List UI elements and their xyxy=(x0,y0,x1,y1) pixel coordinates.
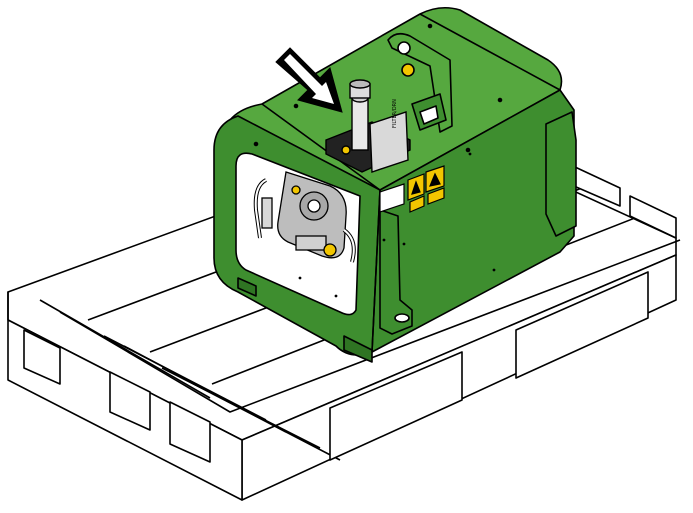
mounting-bracket-front xyxy=(379,209,413,335)
foot-front xyxy=(343,335,373,363)
level-gauge xyxy=(401,63,415,77)
hydraulic-pump xyxy=(253,171,356,263)
top-cover xyxy=(229,6,563,191)
panel-bolts xyxy=(298,152,496,298)
foot-left xyxy=(237,277,257,297)
valve-stem xyxy=(351,97,369,151)
arrow-down-right-icon xyxy=(275,47,343,113)
valve-plate xyxy=(369,111,409,173)
side-labels xyxy=(379,165,445,213)
filler-breather-valve: FILTER/DRN xyxy=(325,79,411,173)
nameplate xyxy=(379,183,405,213)
valve-plate-text: FILTER/DRN xyxy=(392,99,398,128)
mounting-bracket-right xyxy=(545,111,577,237)
pallet-fork-slot-2 xyxy=(515,271,649,379)
lifting-eye-hole xyxy=(397,41,411,55)
pallet-fork-slot-1 xyxy=(329,351,463,461)
